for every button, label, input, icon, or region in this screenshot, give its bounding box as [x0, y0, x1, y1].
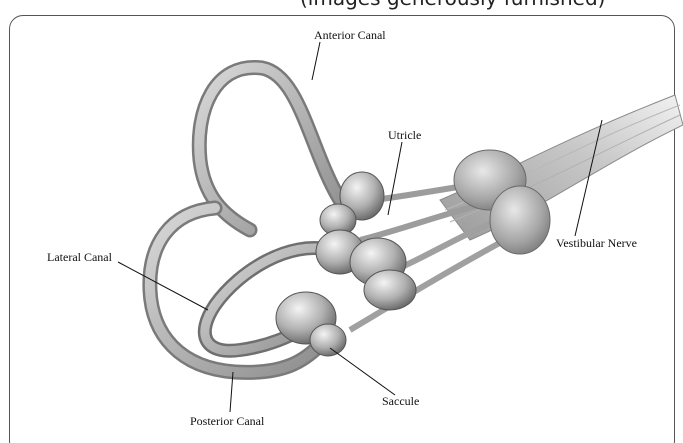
posterior-ampulla: [310, 324, 346, 356]
leader-lateral: [118, 262, 208, 310]
lower-bulb: [364, 270, 416, 310]
label-anterior-canal: Anterior Canal: [314, 28, 386, 43]
leader-utricle: [388, 142, 402, 215]
label-lateral-canal: Lateral Canal: [47, 250, 112, 265]
leader-anterior: [312, 42, 320, 80]
label-posterior-canal: Posterior Canal: [190, 414, 264, 429]
leader-saccule: [330, 348, 395, 395]
label-utricle: Utricle: [388, 128, 421, 143]
label-vestibular-nerve: Vestibular Nerve: [556, 236, 637, 251]
ganglion-lower: [490, 186, 550, 254]
label-saccule: Saccule: [382, 394, 419, 409]
